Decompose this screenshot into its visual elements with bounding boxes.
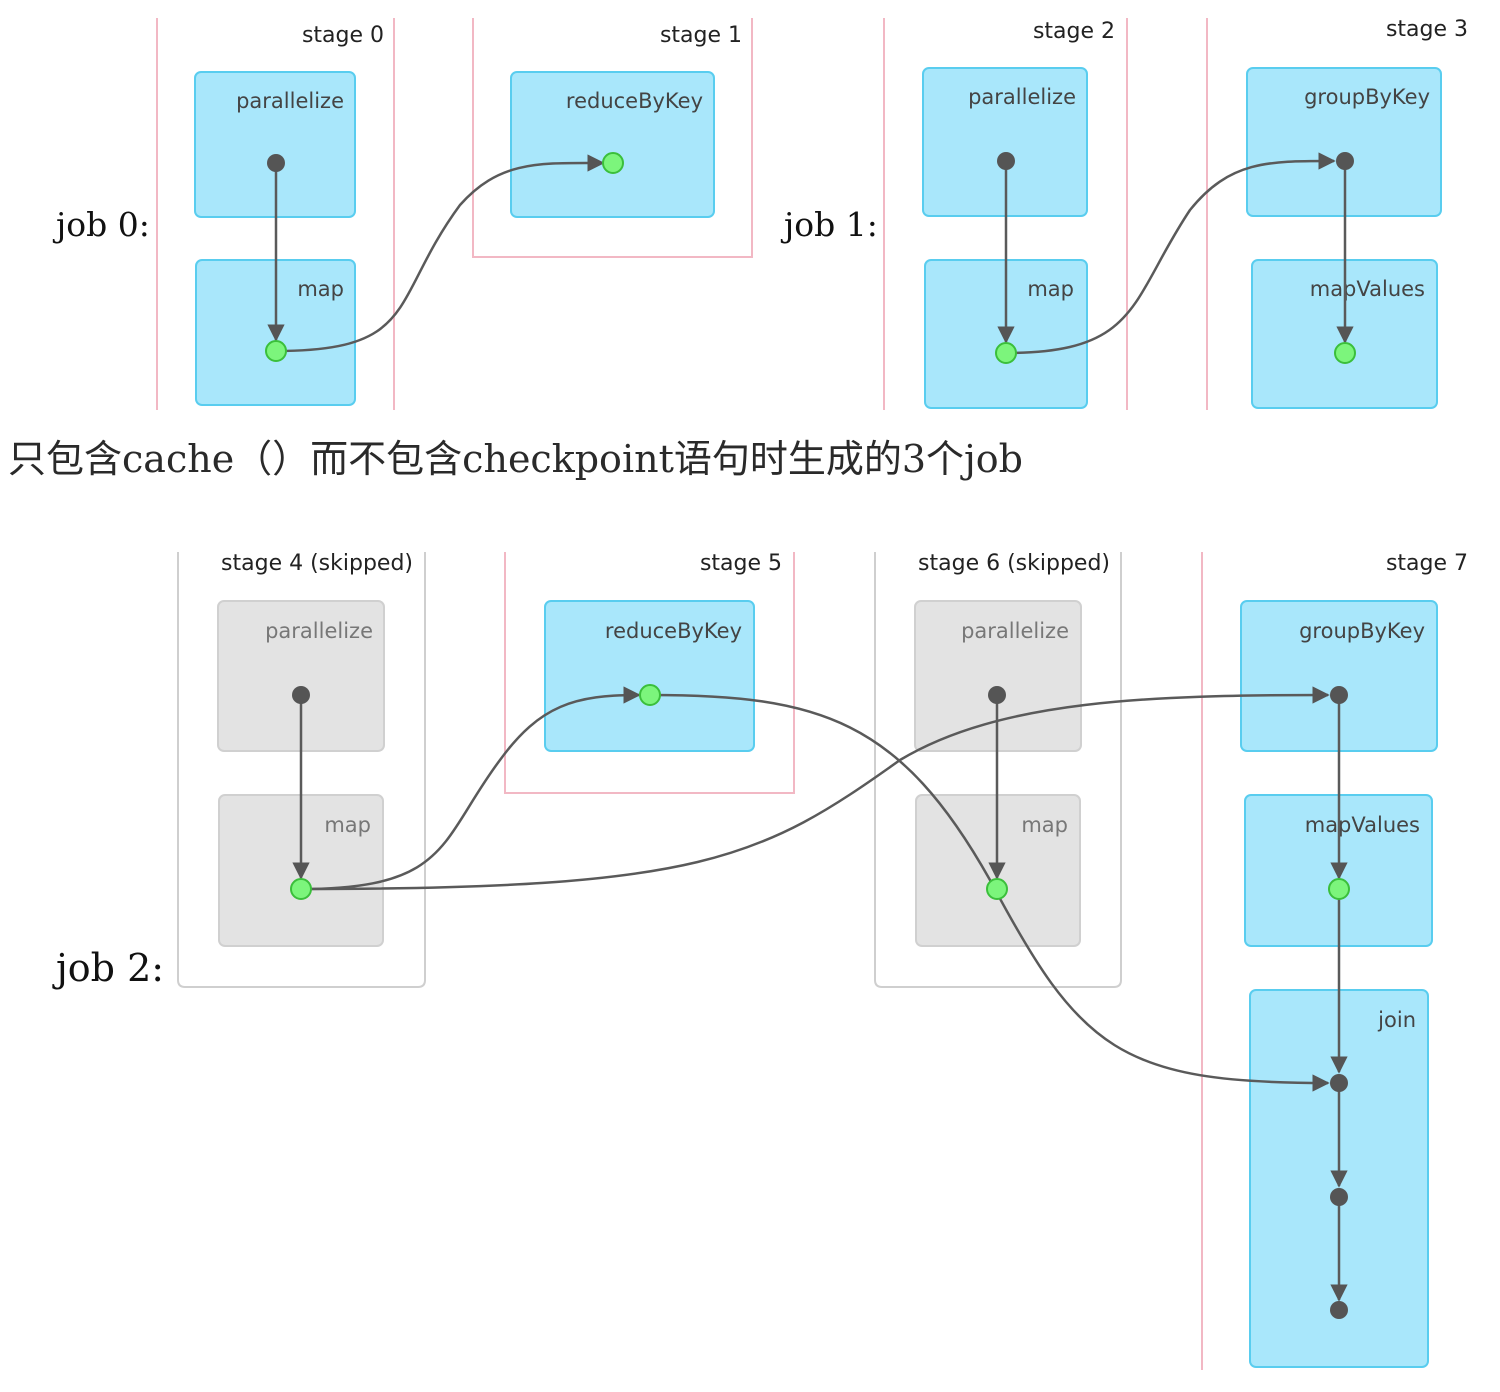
cached-rdd-node xyxy=(1328,878,1350,900)
edge xyxy=(649,693,1330,1092)
rdd-node xyxy=(988,686,1006,704)
op-reducebykey-label: reduceByKey xyxy=(566,89,703,113)
edge xyxy=(275,154,605,353)
stage1-title: stage 1 xyxy=(660,23,742,48)
op-parallelize-label: parallelize xyxy=(236,89,344,113)
op-mapvalues-label: mapValues xyxy=(1305,813,1420,837)
op-join-label: join xyxy=(1377,1008,1416,1032)
rdd-node xyxy=(997,152,1015,170)
stage5-title: stage 5 xyxy=(700,551,782,576)
job-1-label: job 1: xyxy=(784,205,878,244)
job-2-label: job 2: xyxy=(56,946,165,990)
op-map-label: map xyxy=(1027,277,1074,301)
stage0-title: stage 0 xyxy=(302,23,384,48)
op-map-label: map xyxy=(1021,813,1068,837)
stage3-title: stage 3 xyxy=(1386,17,1468,42)
rdd-node xyxy=(1330,686,1348,704)
cached-rdd-node xyxy=(995,342,1017,364)
stage4-border xyxy=(177,552,426,988)
cached-rdd-node xyxy=(639,684,661,706)
cached-rdd-node xyxy=(1334,342,1356,364)
stage2-title: stage 2 xyxy=(1033,19,1115,44)
op-parallelize-label: parallelize xyxy=(961,619,1069,643)
op-map-label: map xyxy=(297,277,344,301)
rdd-node xyxy=(1330,1301,1348,1319)
job-0-label: job 0: xyxy=(56,205,150,244)
stage1-border xyxy=(472,18,753,258)
op-reducebykey-box xyxy=(544,600,755,752)
rdd-node xyxy=(292,686,310,704)
cached-rdd-node xyxy=(986,878,1008,900)
rdd-node xyxy=(267,154,285,172)
cached-rdd-node xyxy=(290,878,312,900)
op-reducebykey-box xyxy=(510,71,715,218)
cached-rdd-node xyxy=(265,340,287,362)
job0-diagram: stage 0 parallelize map stage 1 reduceBy… xyxy=(156,18,753,410)
edge xyxy=(300,686,641,891)
stage5-border xyxy=(504,552,795,794)
edge xyxy=(1005,152,1336,355)
caption: 只包含cache（）而不包含checkpoint语句时生成的3个job xyxy=(8,437,1023,481)
edge xyxy=(300,686,1330,891)
op-mapvalues-label: mapValues xyxy=(1310,277,1425,301)
job1-diagram: stage 2 stage 3 parallelize map groupByK… xyxy=(883,17,1468,410)
stage6-border xyxy=(874,552,1122,988)
stage6-title: stage 6 (skipped) xyxy=(918,551,1110,576)
rdd-node xyxy=(1336,152,1354,170)
stage7-title: stage 7 xyxy=(1386,551,1468,576)
job2-diagram: stage 4 (skipped) parallelize map stage … xyxy=(177,551,1468,1370)
op-groupbykey-label: groupByKey xyxy=(1299,619,1425,643)
op-parallelize-label: parallelize xyxy=(968,85,1076,109)
op-parallelize-label: parallelize xyxy=(265,619,373,643)
op-map-label: map xyxy=(324,813,371,837)
rdd-node xyxy=(1330,1188,1348,1206)
rdd-node xyxy=(1330,1074,1348,1092)
op-groupbykey-label: groupByKey xyxy=(1304,85,1430,109)
op-reducebykey-label: reduceByKey xyxy=(605,619,742,643)
cached-rdd-node xyxy=(602,152,624,174)
stage4-title: stage 4 (skipped) xyxy=(221,551,413,576)
